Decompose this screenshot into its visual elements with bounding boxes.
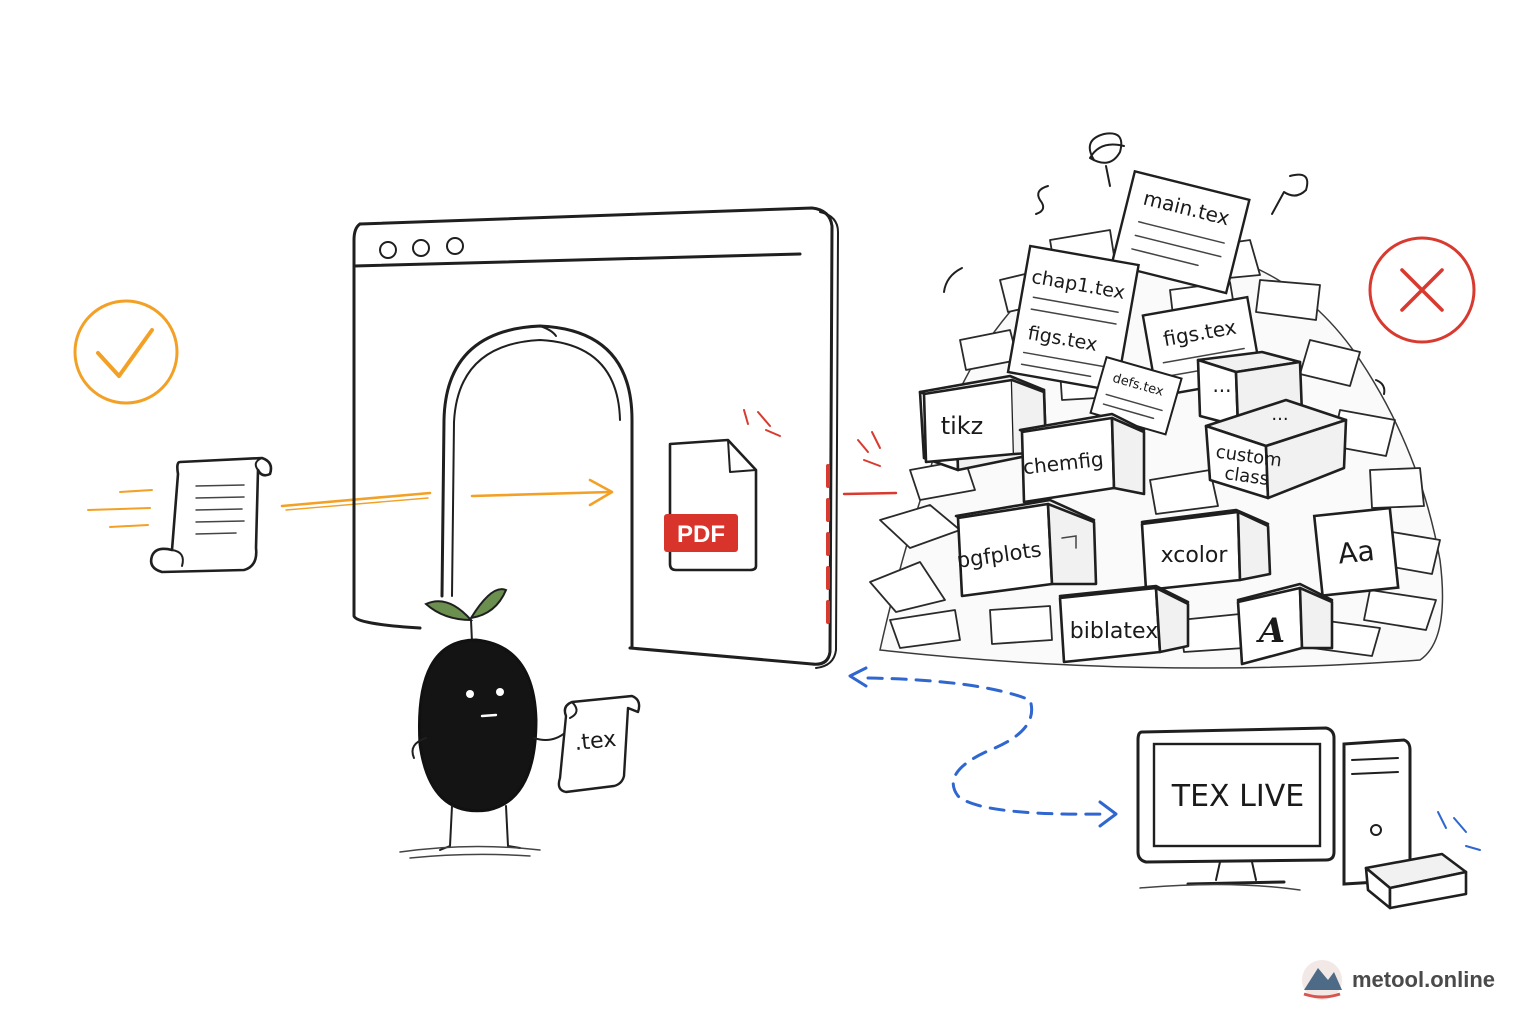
package-box-xcolor: xcolor [1140, 508, 1272, 592]
file-chap1-tex: chap1.tex figs.tex [1006, 244, 1140, 393]
browser-window [352, 206, 839, 669]
speed-lines [87, 489, 153, 528]
scroll-document-icon [149, 456, 273, 574]
font-sample-label: Aa [1336, 534, 1376, 571]
window-dot-icon [446, 237, 464, 255]
x-circle-icon [1368, 236, 1476, 344]
desktop-computer-icon: TEX LIVE [1136, 726, 1481, 910]
font-sample-card: Aa [1312, 506, 1400, 597]
brand-name[interactable]: metool.online [1352, 967, 1495, 992]
window-dot-icon [412, 239, 430, 257]
texlive-label: TEX LIVE [1171, 779, 1304, 814]
package-box-chemfig: chemfig [1018, 412, 1146, 504]
file-main-tex: main.tex [1110, 169, 1251, 295]
package-box-custom-class: ... custom class [1204, 398, 1348, 500]
pdf-file-icon: PDF [664, 409, 781, 572]
package-box-biblatex: biblatex [1058, 584, 1190, 664]
flow-arrow [280, 478, 614, 511]
check-circle-icon [73, 299, 179, 405]
portal-arch [440, 324, 634, 650]
brand-logo: metool.online [1302, 960, 1495, 1000]
connection-arrow [848, 666, 1118, 828]
seed-character [399, 588, 567, 859]
package-label: xcolor [1161, 543, 1229, 568]
blocked-boundary [826, 431, 898, 624]
package-label: biblatex [1070, 619, 1158, 644]
pdf-label: PDF [677, 521, 725, 548]
chaos-doodles [943, 132, 1386, 395]
scroll-label: .tex [573, 727, 617, 756]
package-label: ... [1271, 404, 1288, 425]
package-label: tikz [941, 412, 984, 440]
tex-scroll-icon: .tex [557, 694, 641, 794]
package-box-pgfplots: pgfplots [954, 498, 1098, 598]
package-label: ... [1212, 373, 1231, 397]
window-dot-icon [379, 241, 397, 259]
blackletter-label: A [1256, 611, 1285, 651]
package-box-blackletter: A [1236, 582, 1334, 666]
